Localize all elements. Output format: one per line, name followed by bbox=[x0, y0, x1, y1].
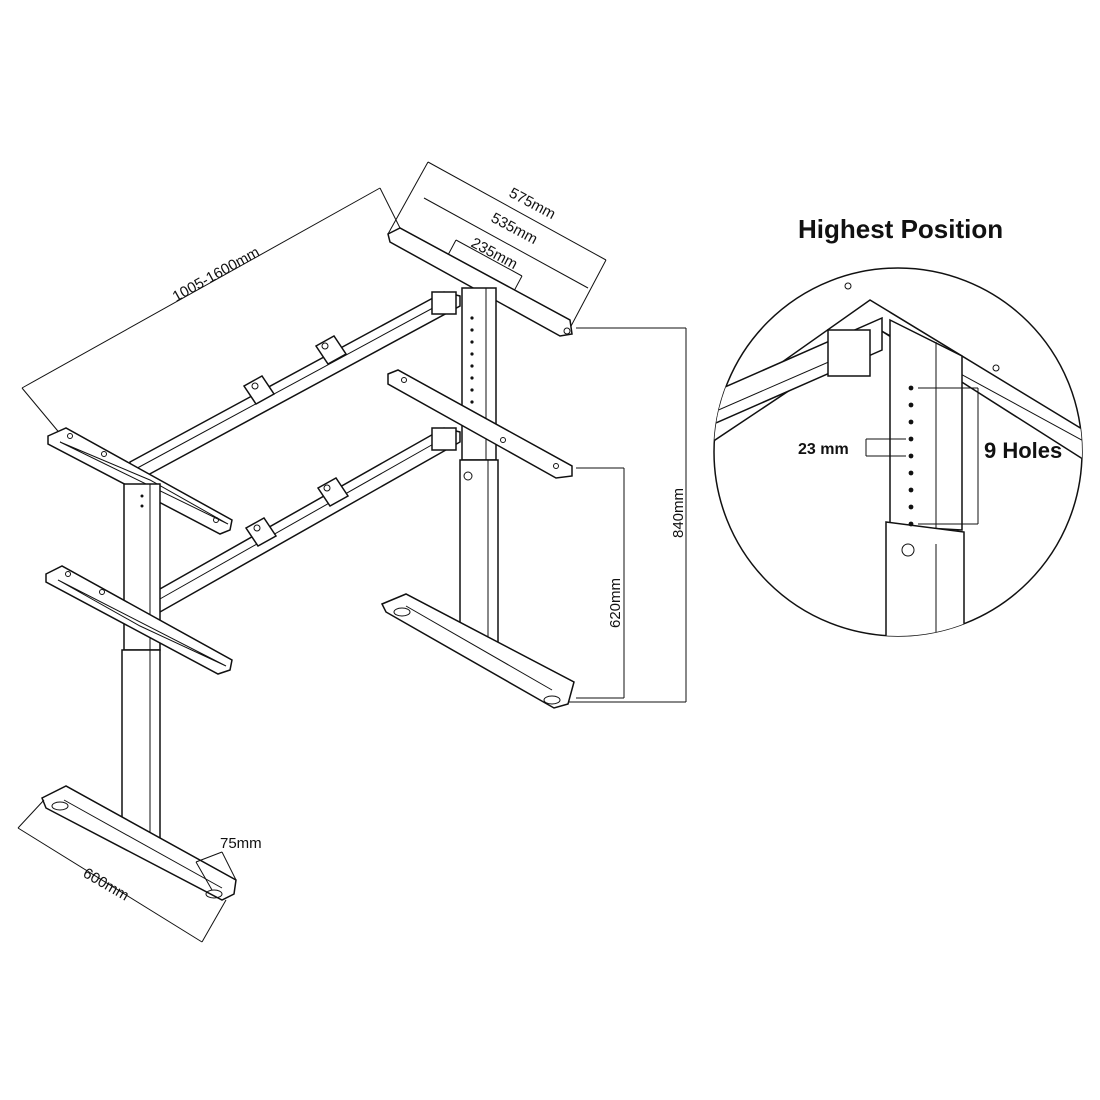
detail-callout: Highest Position bbox=[713, 214, 1083, 637]
left-top-bracket bbox=[47, 427, 233, 535]
right-top-bracket bbox=[387, 227, 573, 337]
width-dimension: 1005-1600mm bbox=[21, 187, 403, 437]
hole-spacing-bracket bbox=[865, 438, 906, 457]
left-leg bbox=[121, 483, 161, 843]
max-height-label: 840mm bbox=[670, 488, 687, 538]
right-mid-bracket bbox=[387, 369, 573, 479]
height-dimensions: 840mm 620mm bbox=[568, 327, 687, 703]
nine-holes-bracket bbox=[918, 387, 979, 525]
right-leg bbox=[459, 287, 499, 651]
back-upper-beam-clamps bbox=[242, 335, 348, 405]
width-range-label: 1005-1600mm bbox=[170, 244, 263, 306]
left-foot bbox=[41, 785, 237, 901]
top-bracket-inner-label: 535mm bbox=[488, 210, 540, 248]
hole-count-label: 9 Holes bbox=[984, 438, 1062, 463]
min-height-label: 620mm bbox=[607, 578, 624, 628]
left-mid-bracket bbox=[45, 565, 233, 675]
foot-length-label: 600mm bbox=[80, 865, 132, 905]
right-foot bbox=[380, 593, 575, 709]
right-leg-holes bbox=[470, 316, 474, 416]
detail-holes bbox=[908, 385, 914, 527]
detail-title: Highest Position bbox=[798, 214, 1003, 244]
top-bracket-center-label: 235mm bbox=[468, 235, 520, 273]
hole-spacing-label: 23 mm bbox=[798, 441, 849, 458]
front-lower-beam-clamps bbox=[244, 477, 350, 547]
top-bracket-outer-label: 575mm bbox=[506, 185, 558, 223]
front-lower-beam bbox=[143, 427, 461, 613]
foot-width-label: 75mm bbox=[220, 835, 262, 852]
